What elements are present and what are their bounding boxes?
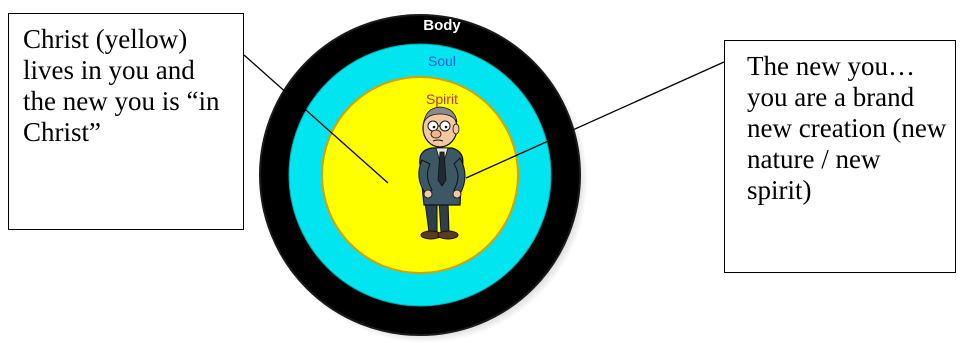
right-callout-box: The new you…you are a brand new creation…: [724, 40, 956, 273]
left-callout-box: Christ (yellow) lives in you and the new…: [8, 13, 244, 230]
spirit-label: Spirit: [426, 91, 458, 107]
body-label: Body: [423, 17, 461, 34]
right-callout-text: The new you…you are a brand new creation…: [747, 51, 946, 205]
left-callout-text: Christ (yellow) lives in you and the new…: [23, 24, 219, 147]
soul-label: Soul: [428, 53, 456, 69]
